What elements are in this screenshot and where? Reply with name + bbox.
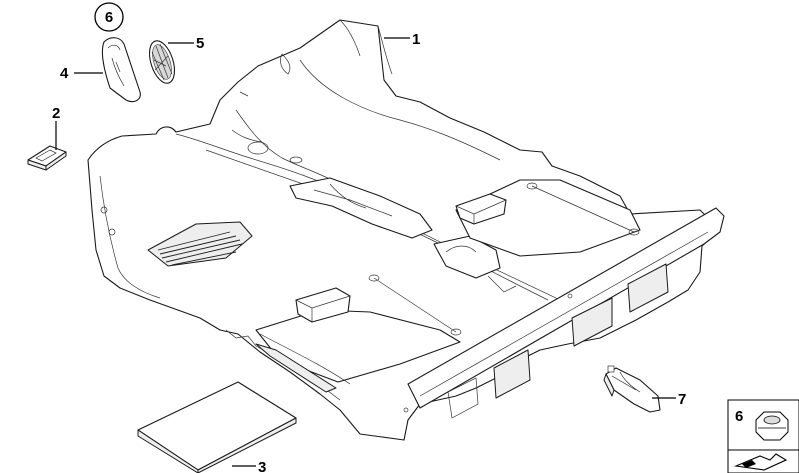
legend-arrow-icon [733,453,788,471]
callout-2: 2 [52,105,60,122]
part-2-clip[interactable] [27,145,67,171]
part-3-sound-insulation[interactable] [137,381,297,473]
part-4-trim-cover[interactable] [101,37,141,103]
callout-4: 4 [60,65,69,82]
callout-3: 3 [258,459,266,473]
callout-1: 1 [412,31,420,48]
callout-6-top[interactable]: 6 [94,2,124,32]
part-1-floor-carpet[interactable] [87,19,725,441]
callout-7: 7 [678,391,686,408]
callout-5: 5 [196,35,204,52]
part-5-grille[interactable] [145,38,180,87]
part-7-bracket[interactable] [603,365,661,413]
callout-6-top-label: 6 [105,9,113,26]
legend-panel: 6 [727,399,799,473]
legend-nut-icon [755,411,789,441]
legend-callout-6: 6 [735,408,743,425]
